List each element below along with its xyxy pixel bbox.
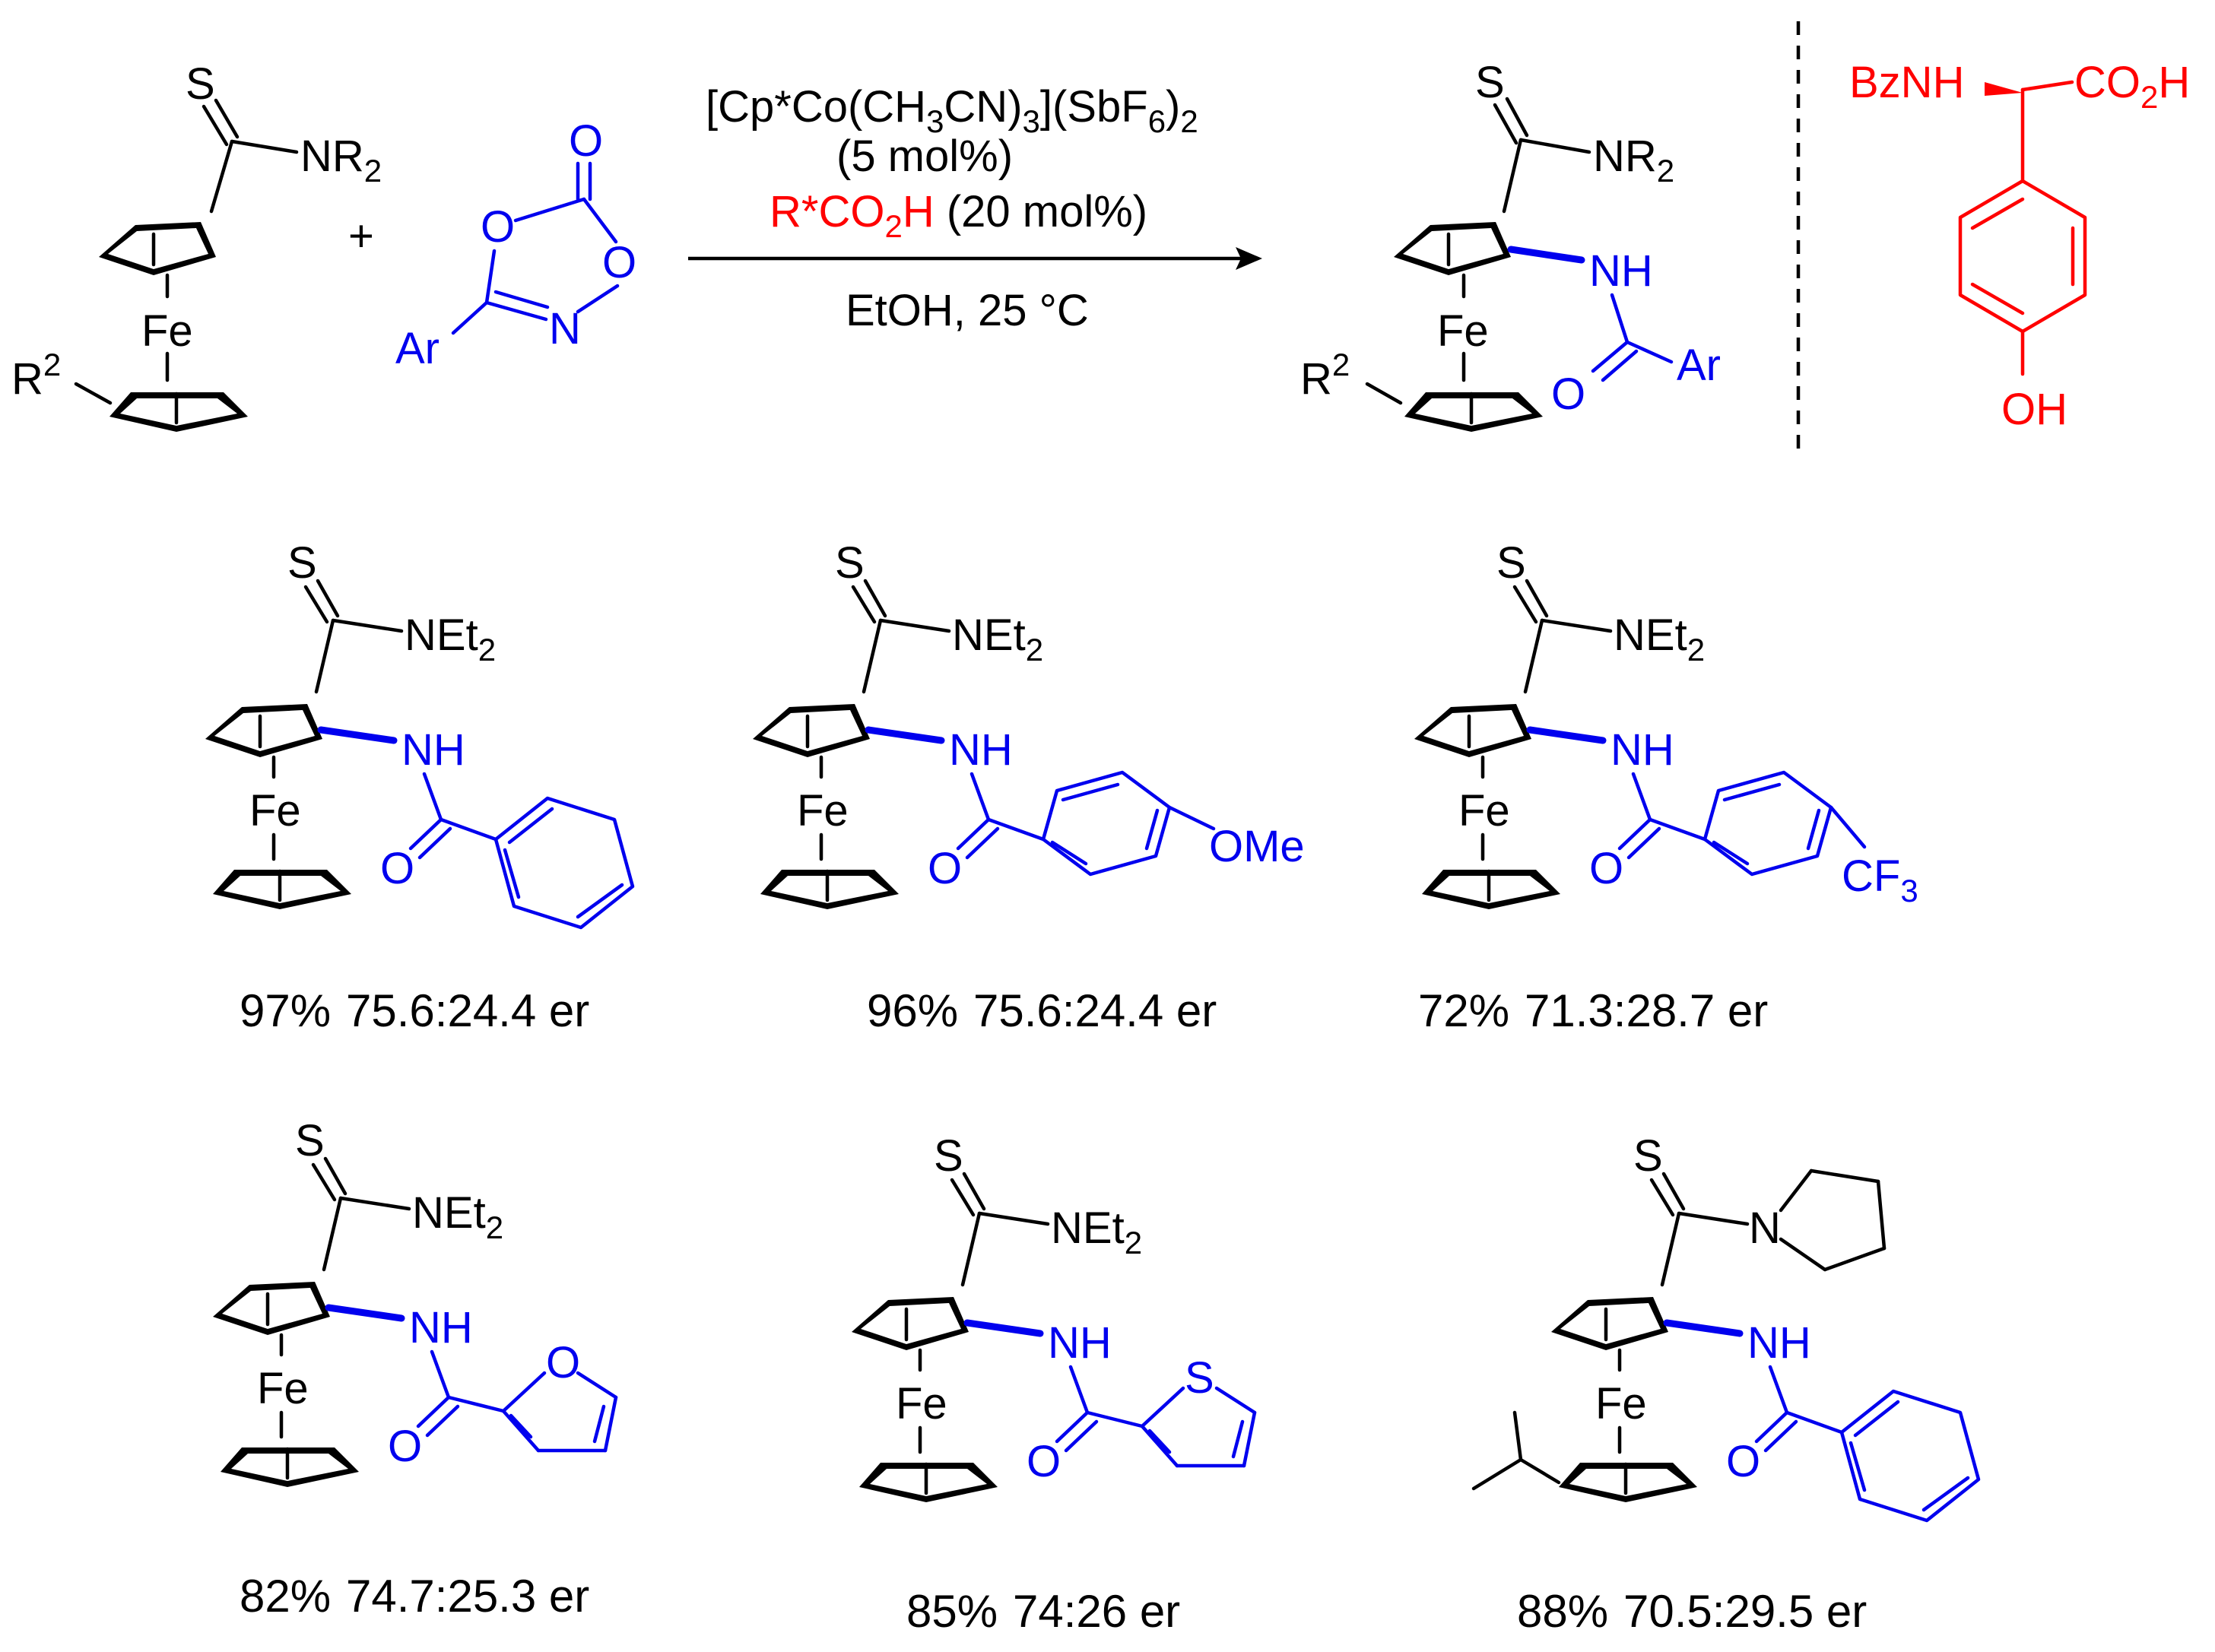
sulfur-label: S [186,59,215,109]
yield: 88% [1517,1586,1608,1637]
er: 71.3:28.7 er [1525,985,1768,1036]
nr2-label: NR2 [1593,132,1674,189]
iron-label: Fe [1437,306,1489,356]
amide-oxygen: O [928,844,962,893]
yield: 96% [867,985,958,1036]
amide-oxygen: O [1726,1437,1760,1486]
aryl-label: Ar [395,324,440,373]
iron-label: Fe [1458,786,1510,836]
thiophene-sulfur: S [1185,1353,1214,1403]
aryl-label: Ar [1677,341,1721,390]
yield: 97% [240,985,331,1036]
yield: 85% [906,1586,998,1637]
nh-label: NH [1048,1318,1112,1368]
nh-label: NH [401,725,465,775]
net2-label: NEt2 [405,610,496,667]
nh-label: NH [949,725,1013,775]
starting-ferrocene-thioamide: S NR2 Fe R2 [11,59,382,432]
yield: 72% [1418,985,1509,1036]
sulfur-label: S [934,1131,963,1181]
amide-oxygen: O [1027,1437,1061,1486]
nh-label: NH [1610,725,1674,775]
example-4-furyl: S NEt2 NH O O Fe 82% 74.7:25.3 er [213,1116,618,1622]
example-2-methoxyphenyl: S NEt2 NH O OMe Fe 96% 75.6:24.4 er [753,538,1305,1036]
dioxazolone-reagent: O O O N Ar [395,116,636,373]
example-5-thienyl: S NEt2 NH O S Fe 85% 74:26 er [852,1131,1257,1637]
ome-label: OMe [1209,822,1305,871]
sulfur-label: S [1633,1131,1663,1181]
iron-label: Fe [797,786,849,836]
r2-label: R2 [11,347,61,404]
example-6-pyrrolidinyl: S N NH O Fe 88% 70.5:29.5 er [1471,1131,1981,1637]
er: 74:26 er [1013,1586,1180,1637]
sulfur-label: S [1496,538,1526,588]
sulfur-label: S [295,1116,325,1165]
oh-label: OH [2001,385,2067,434]
amide-oxygen: O [388,1422,422,1471]
ring-oxygen-right: O [602,238,636,287]
furan-oxygen: O [546,1338,580,1387]
iron-label: Fe [896,1379,947,1428]
amide-oxygen: O [1589,844,1623,893]
net2-label: NEt2 [412,1188,503,1245]
er: 70.5:29.5 er [1623,1586,1867,1637]
nh-label: NH [1589,246,1653,296]
r2-label: R2 [1300,347,1350,404]
sulfur-label: S [1475,58,1505,107]
reaction-conditions: [Cp*Co(CH3CN)3](SbF6)2 (5 mol%) R*CO2H (… [688,82,1262,335]
co2h-label: CO2H [2074,58,2190,115]
cf3-label: CF3 [1842,851,1918,908]
sulfur-label: S [287,538,317,588]
net2-label: NEt2 [1614,610,1705,667]
iron-label: Fe [249,786,301,836]
sulfur-label: S [835,538,865,588]
er: 75.6:24.4 er [973,985,1217,1036]
catalyst-label: [Cp*Co(CH3CN)3](SbF6)2 [706,82,1198,139]
iron-label: Fe [1595,1379,1647,1428]
nh-label: NH [1747,1318,1811,1368]
carbonyl-oxygen: O [569,116,603,166]
amide-oxygen: O [380,844,414,893]
nh-label: NH [409,1303,473,1352]
nr2-label: NR2 [300,132,382,189]
arrow-head [1236,247,1262,270]
ring-oxygen-left: O [481,202,515,252]
er: 75.6:24.4 er [346,985,589,1036]
net2-label: NEt2 [952,610,1043,667]
example-1-phenyl: S NEt2 NH O Fe 97% 75.6:24.4 er [205,538,635,1036]
iron-label: Fe [257,1364,309,1413]
ring-nitrogen: N [549,304,581,354]
pyrrolidine-nitrogen: N [1749,1203,1781,1253]
chiral-acid-loading: R*CO2H (20 mol%) [770,187,1147,244]
product-ferrocene-amide: S NR2 NH O Ar Fe R2 [1300,58,1721,432]
chiral-acid-ligand: BzNH CO2H OH [1849,58,2190,434]
plus-sign: + [348,211,374,261]
amide-oxygen: O [1551,369,1585,419]
catalyst-loading: (5 mol%) [836,132,1013,181]
bznh-label: BzNH [1849,58,1964,107]
net2-label: NEt2 [1051,1203,1142,1260]
er: 74.7:25.3 er [346,1571,589,1622]
example-3-trifluoromethylphenyl: S NEt2 NH O CF3 Fe 72% 71.3:28.7 er [1414,538,1918,1036]
solvent-temperature: EtOH, 25 °C [846,286,1089,335]
iron-label: Fe [141,306,193,356]
yield: 82% [240,1571,331,1622]
